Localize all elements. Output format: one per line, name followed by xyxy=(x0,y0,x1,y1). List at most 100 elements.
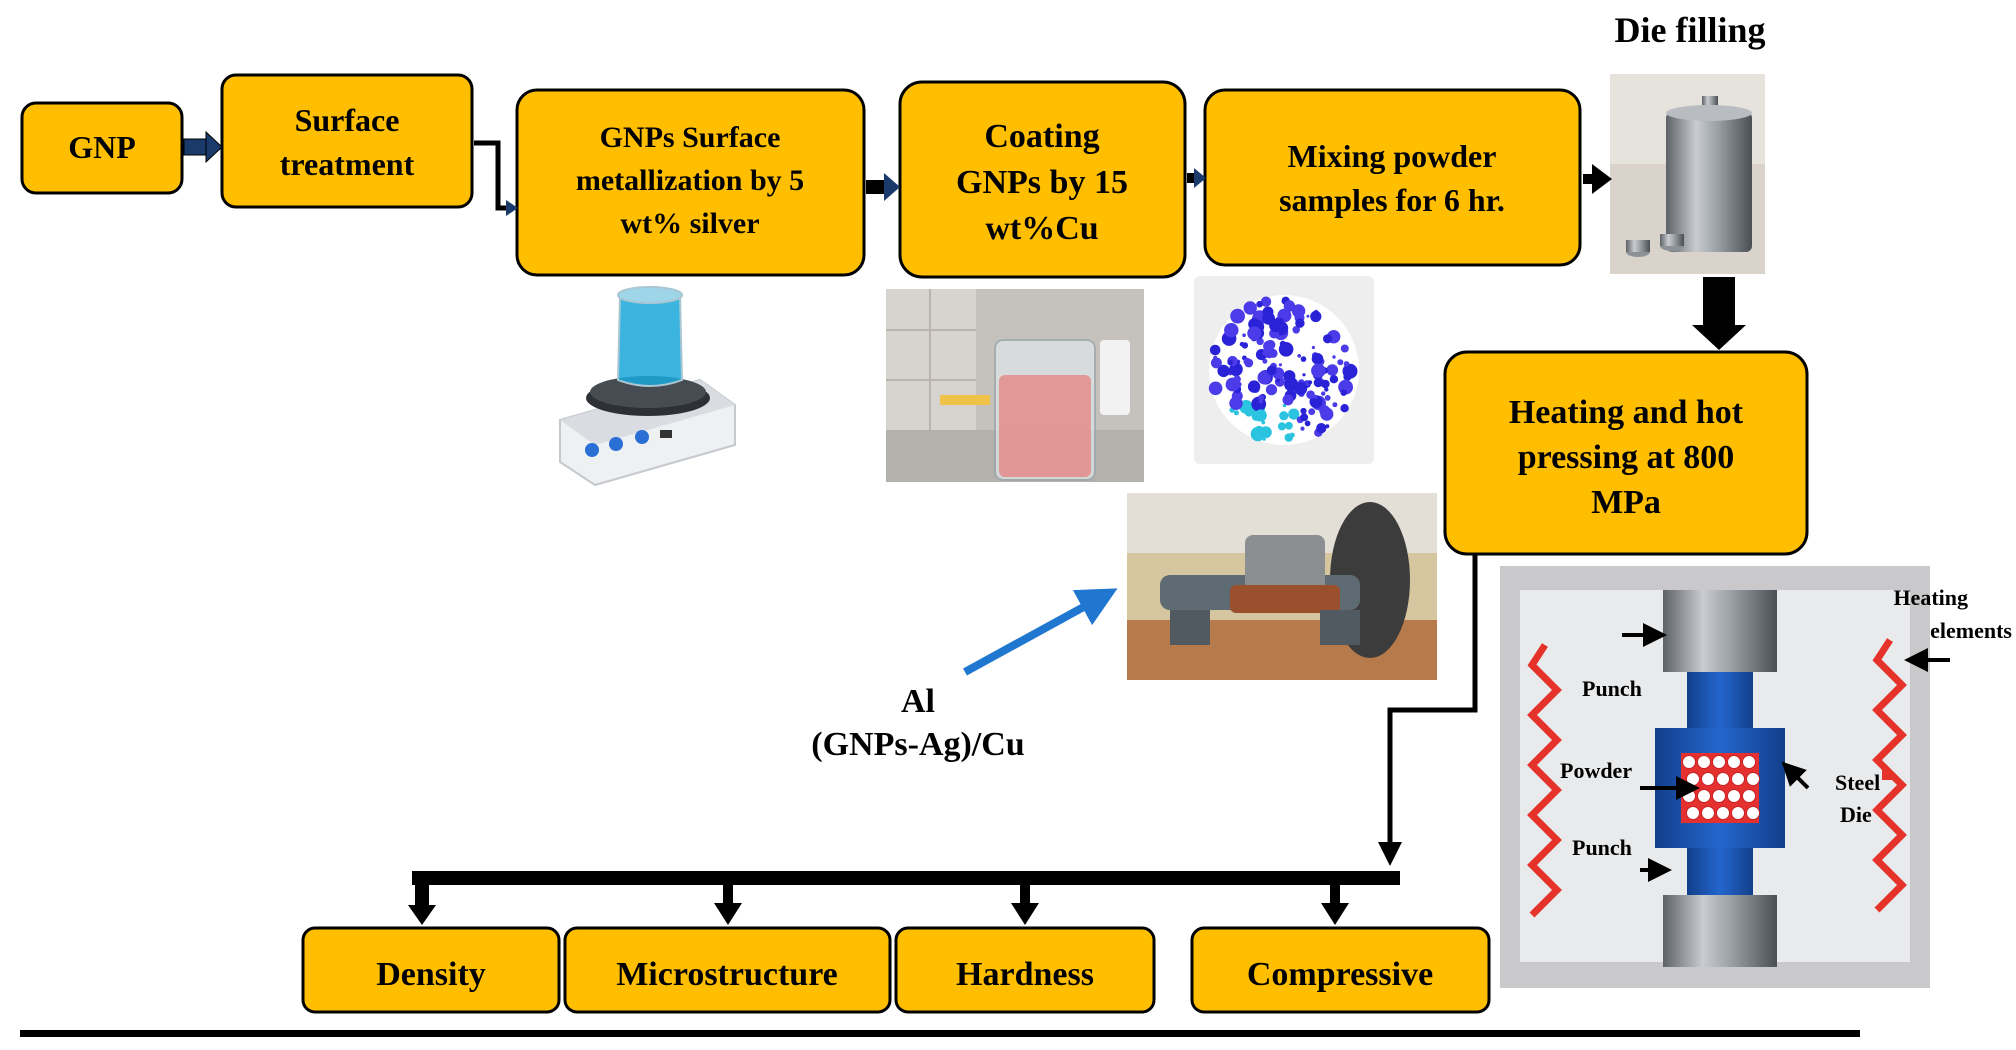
box-microstructure: Microstructure xyxy=(563,926,892,1014)
particle-dot xyxy=(1247,380,1261,393)
powder-particle xyxy=(1686,806,1700,820)
coating-line-2: GNPs by 15 xyxy=(956,164,1128,201)
particle-dot xyxy=(1306,390,1315,400)
particle-dot xyxy=(1260,296,1272,307)
particle-dot xyxy=(1306,314,1310,318)
particle-dot xyxy=(1278,342,1294,357)
particle-dot xyxy=(1321,391,1326,396)
box-coating: Coating GNPs by 15 wt%Cu xyxy=(898,80,1187,279)
particle-dot xyxy=(1343,361,1350,367)
powder-particle xyxy=(1731,806,1745,820)
powder-particle xyxy=(1746,772,1760,786)
copper-coating-photo xyxy=(886,289,1144,482)
particle-dot xyxy=(1256,337,1264,346)
metallization-line-3: wt% silver xyxy=(620,207,759,240)
particle-dot xyxy=(1321,379,1330,389)
particle-dot xyxy=(1208,381,1223,396)
particle-dot xyxy=(1227,359,1233,366)
powder-particle xyxy=(1701,806,1715,820)
arrow-surface-to-metallization xyxy=(474,140,512,211)
hot-pressing-line-1: Heating and hot xyxy=(1509,394,1744,431)
powder-particle xyxy=(1712,755,1726,769)
bottom-punch xyxy=(1663,895,1777,967)
particle-dot xyxy=(1311,353,1324,365)
arrow-die-filling-to-hot-pressing xyxy=(1692,277,1746,350)
punch-bottom-label: Punch xyxy=(1572,835,1632,860)
punch-top-label: Punch xyxy=(1582,676,1642,701)
particle-dot xyxy=(1242,333,1246,338)
powder-particle xyxy=(1727,789,1741,803)
particle-dot xyxy=(1302,373,1306,377)
particle-dot xyxy=(1224,367,1230,372)
particle-distribution-image xyxy=(1194,276,1374,464)
box-hot-pressing: Heating and hot pressing at 800 MPa xyxy=(1443,350,1809,556)
particle-dot xyxy=(1337,359,1344,366)
powder-particle xyxy=(1742,789,1756,803)
particle-dot xyxy=(1279,411,1289,421)
connector-arrow-head xyxy=(1378,842,1402,866)
particle-dot xyxy=(1316,423,1327,434)
particle-dot xyxy=(1343,372,1352,381)
hardness-label: Hardness xyxy=(956,956,1094,993)
arrow-coating-to-mixing xyxy=(1187,168,1206,188)
magnetic-stirrer-image xyxy=(559,286,736,487)
heater-left xyxy=(1527,643,1562,918)
particle-dot xyxy=(1292,326,1300,334)
particle-dot xyxy=(1340,344,1349,353)
particle-dot xyxy=(1319,405,1330,416)
particle-dot xyxy=(1217,384,1222,389)
connector-hot-press-to-tests xyxy=(1387,555,1478,848)
box-gnp-label: GNP xyxy=(68,129,136,165)
particle-dot xyxy=(1297,354,1302,358)
compressive-label: Compressive xyxy=(1247,956,1433,993)
blue-arrow-to-mill xyxy=(963,588,1118,676)
powder-particle xyxy=(1742,755,1756,769)
metallization-line-1: GNPs Surface xyxy=(600,121,781,154)
particle-dot xyxy=(1304,420,1311,427)
particle-dot xyxy=(1243,301,1257,315)
box-density: Density xyxy=(301,926,561,1014)
powder-particle xyxy=(1682,755,1696,769)
arrow-mixing-to-die-filling xyxy=(1583,164,1612,194)
powder-particle xyxy=(1746,806,1760,820)
heating-elements-line-1: Heating xyxy=(1893,585,1968,610)
particle-dot xyxy=(1283,370,1296,383)
particle-dot xyxy=(1262,358,1268,364)
powder-particle xyxy=(1697,789,1711,803)
particle-dot xyxy=(1291,304,1306,318)
particle-dot xyxy=(1310,310,1322,323)
particle-dot xyxy=(1263,340,1275,352)
microstructure-label: Microstructure xyxy=(616,956,838,993)
top-punch xyxy=(1663,590,1777,672)
powder-particle xyxy=(1697,755,1711,769)
surface-treatment-line-1: Surface xyxy=(295,102,400,138)
mixing-line-1: Mixing powder xyxy=(1288,138,1497,174)
particle-dot xyxy=(1265,384,1278,396)
box-gnp: GNP xyxy=(20,101,184,195)
particle-dot xyxy=(1224,323,1239,338)
particle-dot xyxy=(1239,341,1245,347)
particle-dot xyxy=(1233,375,1241,384)
die-filling-title: Die filling xyxy=(1615,10,1766,50)
particle-dot xyxy=(1325,424,1330,429)
tests-bus-bar xyxy=(412,871,1400,885)
particle-dot xyxy=(1308,408,1316,416)
particle-dot xyxy=(1266,365,1277,376)
arrow-metallization-to-coating xyxy=(866,173,900,201)
powder-particle xyxy=(1712,789,1726,803)
particle-dot xyxy=(1288,408,1300,420)
particle-dot xyxy=(1324,387,1329,392)
box-hardness: Hardness xyxy=(894,926,1156,1014)
box-surface-treatment: Surface treatment xyxy=(220,73,474,209)
steel-die-line-1: Steel xyxy=(1835,770,1880,795)
particle-dot xyxy=(1277,422,1287,431)
particle-dot xyxy=(1259,426,1272,439)
coating-line-3: wt%Cu xyxy=(985,210,1098,247)
particle-dot xyxy=(1258,399,1264,404)
particle-dot xyxy=(1274,376,1285,387)
particle-dot xyxy=(1230,308,1245,324)
particle-dot xyxy=(1269,318,1283,333)
powder-label: Powder xyxy=(1560,758,1632,783)
particle-dot xyxy=(1261,420,1266,425)
